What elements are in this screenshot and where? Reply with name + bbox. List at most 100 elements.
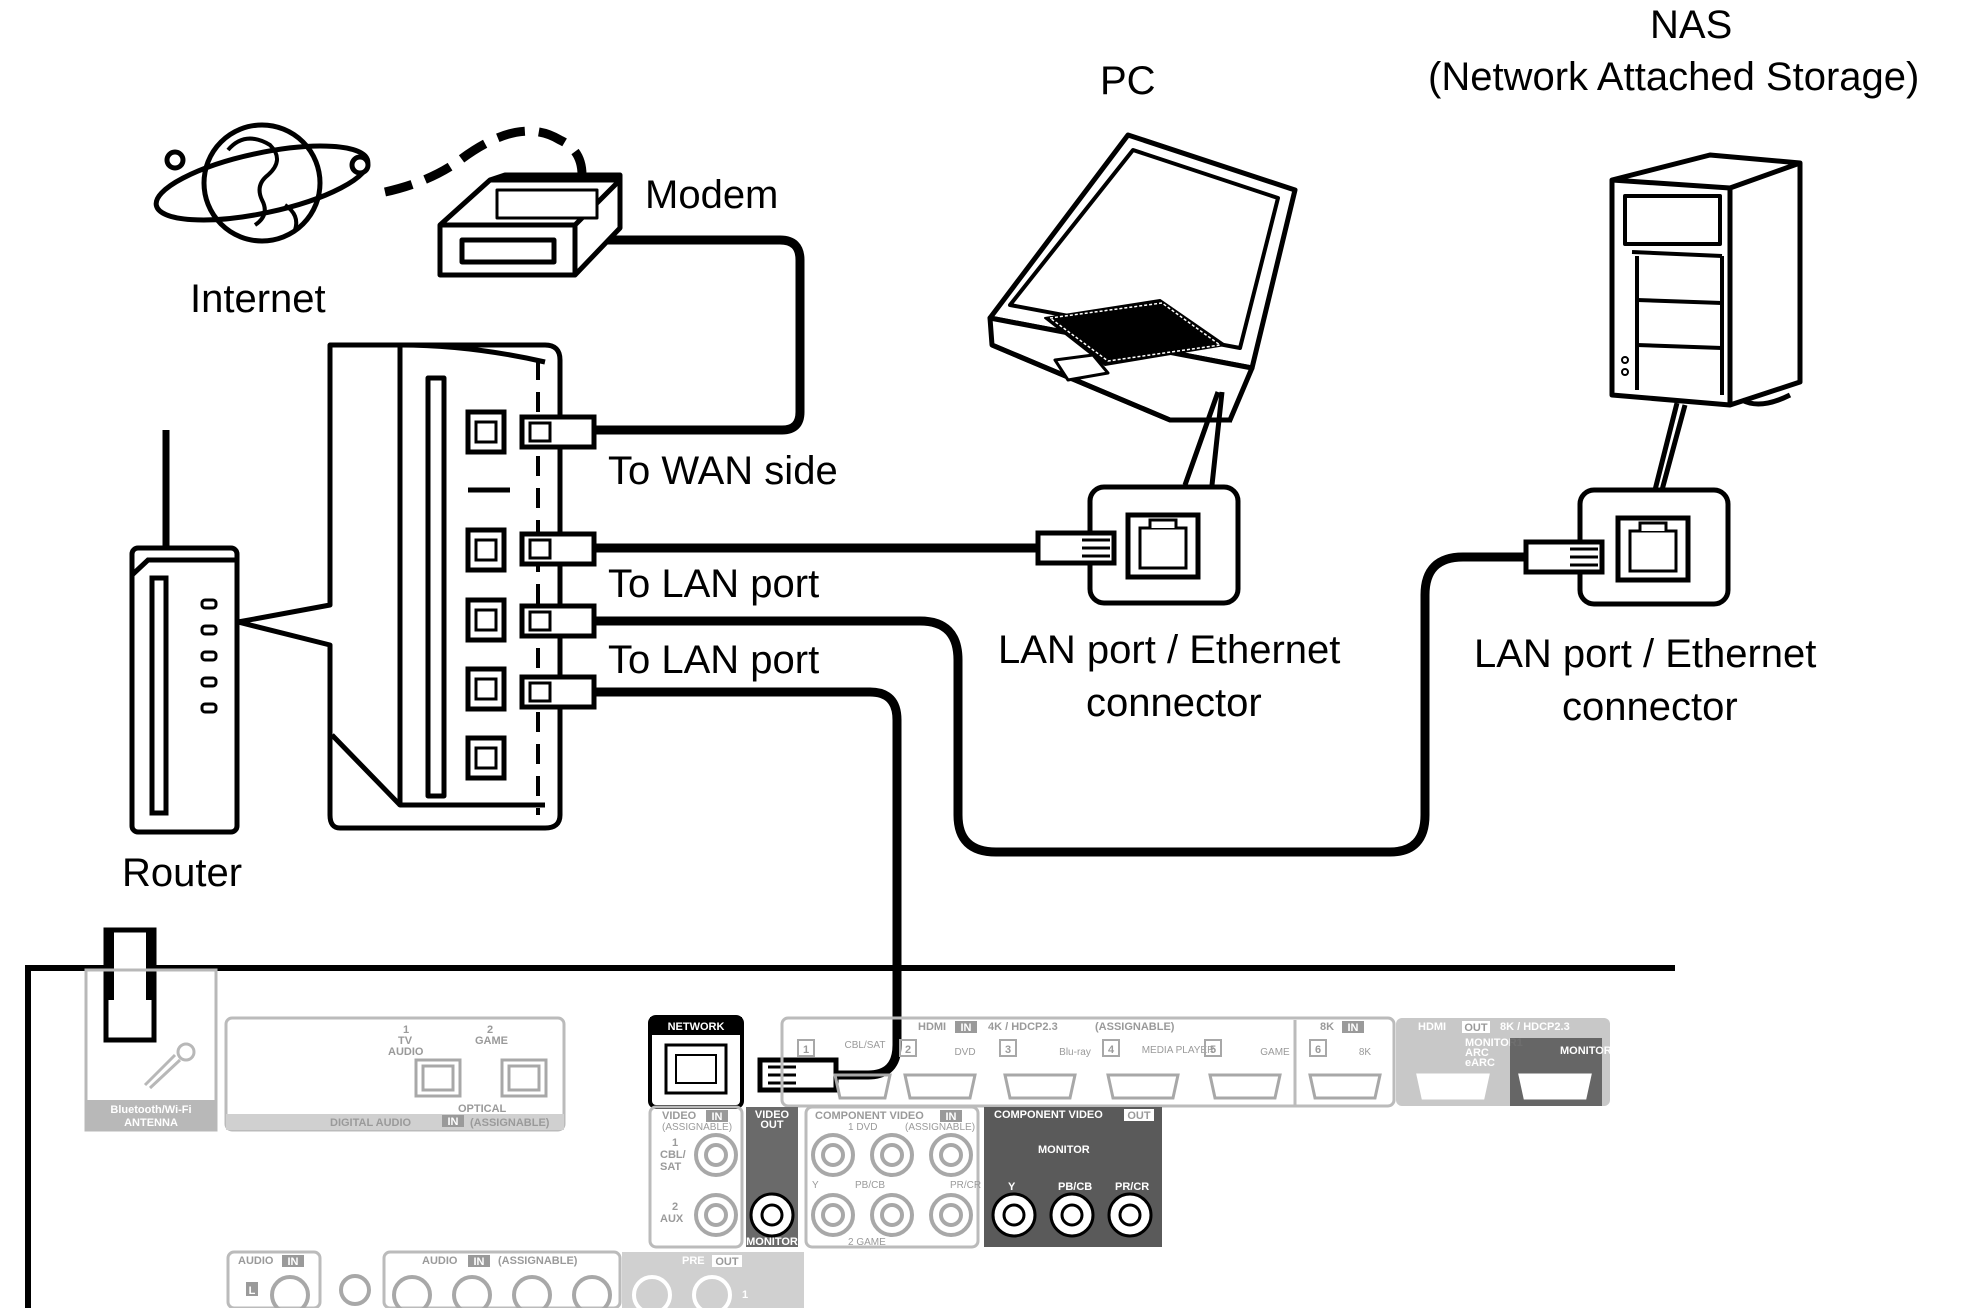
svg-text:1: 1 xyxy=(672,1137,678,1149)
svg-text:2 GAME: 2 GAME xyxy=(848,1237,886,1248)
internet-globe-icon xyxy=(153,122,371,244)
to-lan-label-2: To LAN port xyxy=(608,638,819,682)
lan-port-1-icon xyxy=(465,527,507,573)
svg-text:6: 6 xyxy=(1315,1044,1321,1056)
svg-text:eARC: eARC xyxy=(1465,1057,1495,1069)
lan-port-2-icon xyxy=(465,597,507,643)
svg-text:IN: IN xyxy=(474,1256,485,1268)
bt-antenna-label-2: ANTENNA xyxy=(124,1117,178,1129)
to-wan-label: To WAN side xyxy=(608,449,838,493)
svg-text:MONITOR2: MONITOR2 xyxy=(1560,1045,1618,1057)
svg-text:PB/CB: PB/CB xyxy=(855,1180,885,1191)
nas-port-label-2: connector xyxy=(1562,685,1738,729)
component-video-out-label: COMPONENT VIDEO xyxy=(994,1109,1103,1121)
audio-in-label: AUDIO xyxy=(238,1255,274,1267)
receiver-rear-panel: Bluetooth/Wi-Fi ANTENNA DIGITAL AUDIO IN… xyxy=(25,927,1675,1308)
router-label: Router xyxy=(122,851,242,895)
svg-text:ARC: ARC xyxy=(1465,1047,1489,1059)
hdmi-in-tag: IN xyxy=(961,1022,972,1034)
pc-callout-line xyxy=(1182,391,1225,486)
svg-text:Y: Y xyxy=(1008,1181,1016,1193)
component-video-in-label: COMPONENT VIDEO xyxy=(815,1110,924,1122)
svg-text:1: 1 xyxy=(803,1044,809,1056)
svg-text:8K: 8K xyxy=(1359,1047,1372,1058)
svg-text:AUX: AUX xyxy=(660,1213,684,1225)
audio-in-assignable-label: AUDIO xyxy=(422,1255,458,1267)
lan-port-4-icon xyxy=(465,735,507,781)
svg-text:IN: IN xyxy=(288,1256,299,1268)
nas-callout-line xyxy=(1652,402,1688,491)
plug-lan-nas-icon xyxy=(519,603,597,639)
svg-text:PR/CR: PR/CR xyxy=(950,1180,981,1191)
game-label: GAME xyxy=(475,1035,508,1047)
nas-tower-icon xyxy=(1609,152,1803,408)
tv-audio-num: 1 xyxy=(403,1024,409,1036)
pc-port-label-1: LAN port / Ethernet xyxy=(998,628,1340,672)
svg-text:MONITOR: MONITOR xyxy=(1038,1144,1090,1156)
router-icon xyxy=(129,430,240,835)
svg-text:GAME: GAME xyxy=(1260,1047,1290,1058)
svg-text:MONITOR: MONITOR xyxy=(746,1236,798,1248)
optical-label: OPTICAL xyxy=(458,1103,507,1115)
svg-text:L: L xyxy=(249,1285,256,1297)
pc-label: PC xyxy=(1100,59,1156,103)
svg-text:5: 5 xyxy=(1210,1044,1216,1056)
svg-text:CBL/SAT: CBL/SAT xyxy=(845,1040,886,1051)
svg-text:OUT: OUT xyxy=(760,1119,784,1131)
svg-text:(ASSIGNABLE): (ASSIGNABLE) xyxy=(905,1122,975,1133)
internet-label: Internet xyxy=(190,277,326,321)
svg-text:PB/CB: PB/CB xyxy=(1058,1181,1092,1193)
hdmi-in-hdcp: 4K / HDCP2.3 xyxy=(988,1021,1058,1033)
nas-plug-icon xyxy=(1523,539,1605,575)
router-ports xyxy=(465,409,507,781)
digital-audio-label: DIGITAL AUDIO xyxy=(330,1117,412,1129)
wan-port-icon xyxy=(465,409,507,455)
svg-text:3: 3 xyxy=(1005,1044,1011,1056)
svg-text:PR/CR: PR/CR xyxy=(1115,1181,1149,1193)
plug-wan-icon xyxy=(519,414,597,450)
svg-text:Y: Y xyxy=(812,1180,819,1191)
tv-audio-label-2: AUDIO xyxy=(388,1046,424,1058)
plug-lan-pc-icon xyxy=(519,531,597,567)
svg-text:MONITOR1: MONITOR1 xyxy=(1465,1037,1523,1049)
pre-out-label: PRE xyxy=(682,1255,705,1267)
modem-icon xyxy=(437,172,623,278)
svg-text:IN: IN xyxy=(712,1111,723,1123)
svg-text:OUT: OUT xyxy=(1127,1110,1151,1122)
nas-ethernet-port xyxy=(1577,487,1731,607)
cable-router-nas xyxy=(590,552,1535,857)
laptop-icon xyxy=(987,132,1298,423)
optical-ports-icon xyxy=(414,1058,548,1098)
to-lan-label-1: To LAN port xyxy=(608,562,819,606)
cable-router-receiver xyxy=(590,687,902,1080)
bt-antenna-connector-icon xyxy=(143,1042,196,1090)
digital-audio-in-tag: IN xyxy=(448,1116,459,1128)
tv-audio-label: TV xyxy=(398,1035,413,1047)
svg-text:1 DVD: 1 DVD xyxy=(848,1122,877,1133)
bt-antenna-label-1: Bluetooth/Wi-Fi xyxy=(110,1104,191,1116)
hdmi-out-label: HDMI xyxy=(1418,1021,1446,1033)
svg-text:(ASSIGNABLE): (ASSIGNABLE) xyxy=(498,1255,578,1267)
pc-port-label-2: connector xyxy=(1086,681,1262,725)
wireless-link xyxy=(384,126,587,197)
svg-text:Blu-ray: Blu-ray xyxy=(1059,1047,1091,1058)
network-port: NETWORK xyxy=(648,1015,744,1109)
svg-text:(ASSIGNABLE): (ASSIGNABLE) xyxy=(662,1122,732,1133)
svg-text:4: 4 xyxy=(1108,1044,1115,1056)
network-label: NETWORK xyxy=(668,1021,725,1033)
digital-audio-assignable: (ASSIGNABLE) xyxy=(470,1117,550,1129)
receiver-plug-icon xyxy=(757,1057,839,1093)
hdmi-in-ports: 1 CBL/SAT 2 DVD 3 Blu-ray 4 MEDIA PLAYER… xyxy=(797,1039,1290,1100)
svg-text:1: 1 xyxy=(742,1289,748,1301)
plug-lan-receiver-icon xyxy=(519,674,597,710)
hdmi-in-assignable: (ASSIGNABLE) xyxy=(1095,1021,1175,1033)
hdmi-out-tag: OUT xyxy=(1464,1022,1488,1034)
pc-ethernet-port xyxy=(1087,484,1241,606)
svg-text:SAT: SAT xyxy=(660,1161,681,1173)
svg-text:MEDIA PLAYER: MEDIA PLAYER xyxy=(1142,1045,1215,1056)
video-out-label: VIDEO xyxy=(755,1109,790,1121)
router-zoom-callout xyxy=(235,342,563,831)
svg-text:DVD: DVD xyxy=(954,1047,975,1058)
lan-port-3-icon xyxy=(465,666,507,712)
